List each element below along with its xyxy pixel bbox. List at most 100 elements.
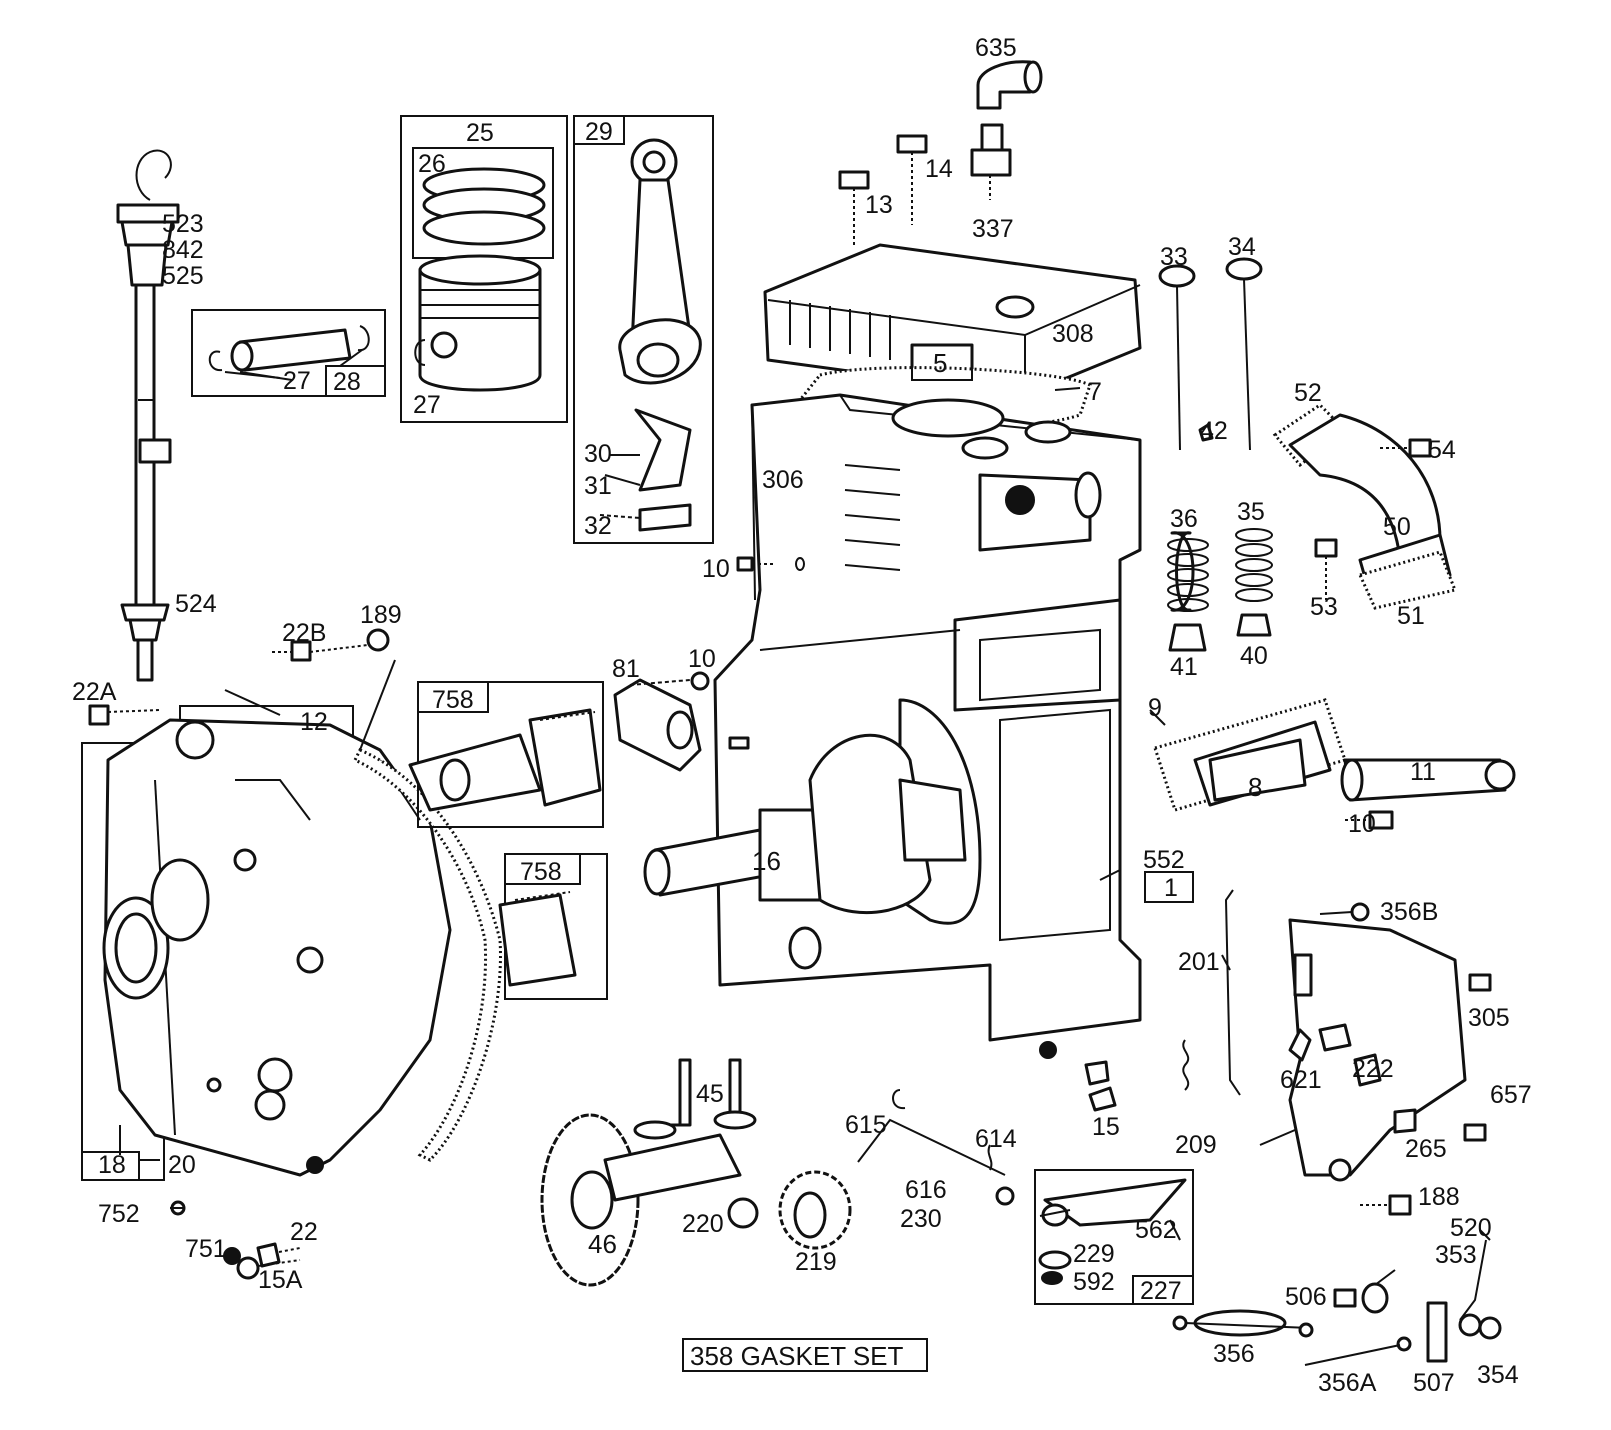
- label-525: 525: [162, 262, 204, 290]
- label-229: 229: [1073, 1240, 1115, 1268]
- label-81: 81: [612, 655, 640, 683]
- label-7: 7: [1088, 378, 1102, 406]
- label-752: 752: [98, 1200, 140, 1228]
- label-53: 53: [1310, 593, 1338, 621]
- label-621: 621: [1280, 1066, 1322, 1094]
- label-31: 31: [584, 472, 612, 500]
- intake-elbow: [1198, 403, 1458, 610]
- label-11: 11: [1410, 758, 1436, 786]
- label-25: 25: [466, 119, 494, 147]
- piston-pin-group: [191, 309, 386, 397]
- label-15: 15: [1092, 1113, 1120, 1141]
- label-1: 1: [1164, 874, 1178, 902]
- valves-and-springs: [1158, 257, 1273, 652]
- misc-fasteners: [88, 556, 1117, 1280]
- label-33: 33: [1160, 243, 1188, 271]
- label-337: 337: [972, 215, 1014, 243]
- label-box-5: [911, 344, 973, 381]
- label-8: 8: [1248, 772, 1262, 802]
- governor-gear-upper: [408, 681, 604, 828]
- label-29: 29: [585, 118, 613, 146]
- label-353: 353: [1435, 1241, 1477, 1269]
- label-209: 209: [1175, 1131, 1217, 1159]
- gasket-set-label: 358 GASKET SET: [690, 1341, 904, 1371]
- sump-gasket: [352, 748, 502, 1162]
- label-758-lower: 758: [520, 858, 562, 886]
- governor-lever-box: [1034, 1169, 1194, 1305]
- governor-link: [1224, 889, 1241, 1096]
- choke-linkage-parts: [1172, 1239, 1502, 1366]
- label-46: 46: [588, 1229, 617, 1259]
- cylinder-block: [713, 393, 1142, 1059]
- label-220: 220: [682, 1210, 724, 1238]
- label-22b: 22B: [282, 619, 326, 647]
- part-labels: 635 523 842 525 524 25 26 27 28 27 29 30…: [72, 34, 1532, 1397]
- label-265: 265: [1405, 1135, 1447, 1163]
- connecting-rod-assembly: [573, 115, 714, 544]
- label-52: 52: [1294, 379, 1322, 407]
- label-54: 54: [1428, 436, 1456, 464]
- label-32: 32: [584, 512, 612, 540]
- label-552: 552: [1143, 846, 1185, 874]
- label-524: 524: [175, 590, 217, 618]
- label-616: 616: [905, 1176, 947, 1204]
- label-41: 41: [1170, 653, 1198, 681]
- label-27-piston: 27: [413, 391, 441, 419]
- label-506: 506: [1285, 1283, 1327, 1311]
- label-26: 26: [418, 150, 446, 178]
- label-22a: 22A: [72, 678, 117, 706]
- label-27-pin: 27: [283, 367, 311, 395]
- label-635: 635: [975, 34, 1017, 62]
- label-30: 30: [584, 440, 612, 468]
- gasket-set-box: [682, 1338, 928, 1372]
- label-308: 308: [1052, 320, 1094, 348]
- label-523: 523: [162, 210, 204, 238]
- label-201: 201: [1178, 948, 1220, 976]
- camshaft-gear: [540, 1058, 759, 1287]
- crankshaft: [643, 733, 967, 915]
- label-356a: 356A: [1318, 1369, 1377, 1397]
- label-562: 562: [1135, 1216, 1177, 1244]
- label-20: 20: [168, 1151, 196, 1179]
- label-16: 16: [752, 846, 781, 876]
- label-615: 615: [845, 1111, 887, 1139]
- label-5: 5: [933, 348, 947, 378]
- label-305: 305: [1468, 1004, 1510, 1032]
- label-222: 222: [1352, 1055, 1394, 1083]
- label-227: 227: [1140, 1277, 1182, 1305]
- label-306: 306: [762, 466, 804, 494]
- leader-lines: [119, 371, 1491, 1286]
- label-22: 22: [290, 1218, 318, 1246]
- breather-box: [1144, 871, 1194, 903]
- label-50: 50: [1383, 513, 1411, 541]
- label-10-block: 10: [702, 555, 730, 583]
- label-356b: 356B: [1380, 898, 1438, 926]
- valve-cover-and-breather-tube: [1153, 698, 1516, 830]
- label-13: 13: [865, 191, 893, 219]
- dipstick-assembly: [116, 149, 180, 682]
- piston-assembly: [400, 115, 568, 423]
- label-40: 40: [1240, 642, 1268, 670]
- label-188: 188: [1418, 1183, 1460, 1211]
- label-189: 189: [360, 601, 402, 629]
- label-758-upper: 758: [432, 686, 474, 714]
- governor-crank: [778, 1039, 1190, 1250]
- breather-assembly: [613, 671, 750, 772]
- label-51: 51: [1397, 602, 1425, 630]
- cylinder-head: [763, 243, 1142, 397]
- governor-gear-lower: [498, 853, 608, 1000]
- label-9: 9: [1148, 694, 1162, 722]
- label-10-breather: 10: [688, 645, 716, 673]
- label-507: 507: [1413, 1369, 1455, 1397]
- label-45: 45: [696, 1080, 724, 1108]
- label-592: 592: [1073, 1268, 1115, 1296]
- label-12: 12: [300, 708, 328, 736]
- label-657: 657: [1490, 1081, 1532, 1109]
- label-42: 42: [1200, 417, 1228, 445]
- label-15a: 15A: [258, 1266, 303, 1294]
- control-bracket: [1288, 902, 1492, 1216]
- label-28: 28: [333, 368, 361, 396]
- label-520: 520: [1450, 1214, 1492, 1242]
- label-354: 354: [1477, 1361, 1519, 1389]
